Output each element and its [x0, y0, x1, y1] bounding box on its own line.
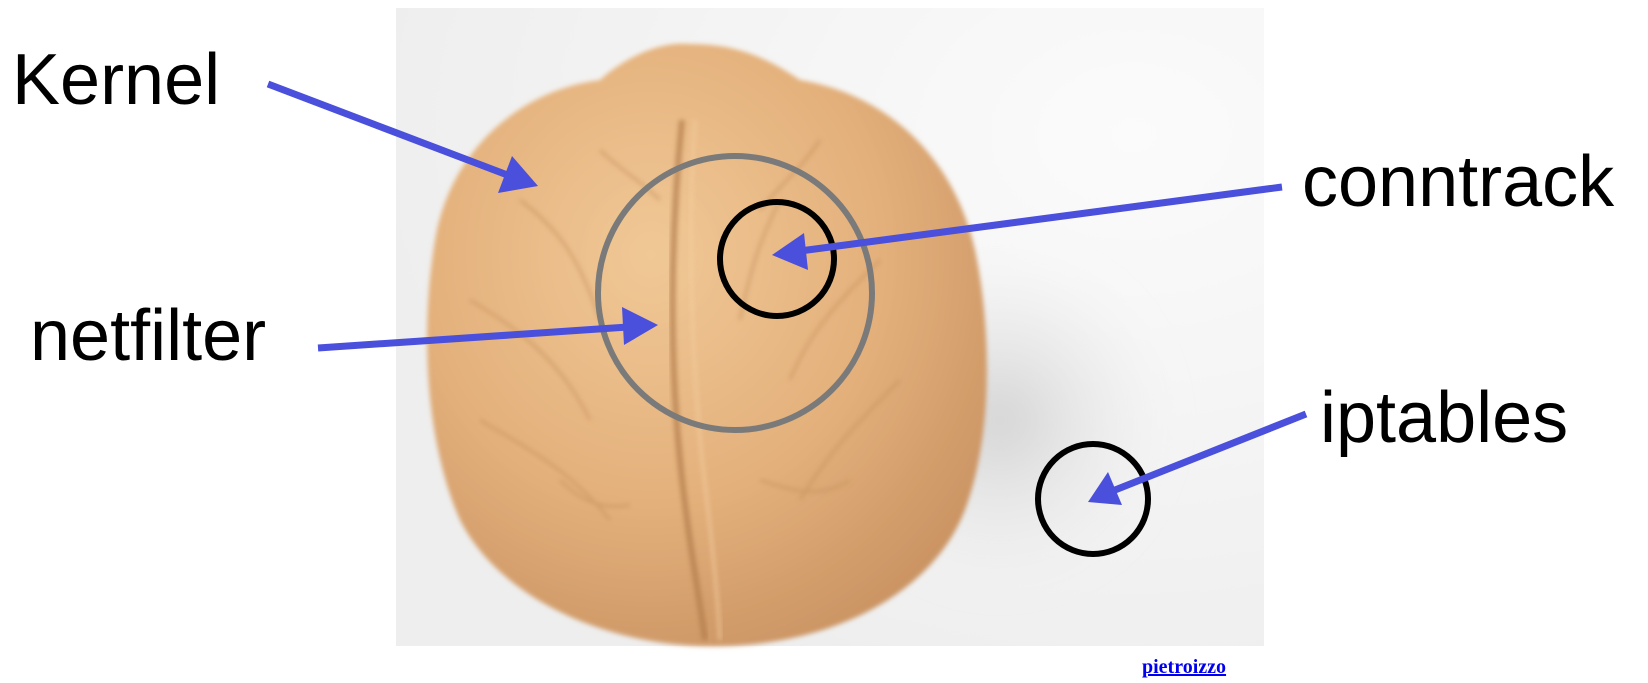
conntrack-label: conntrack — [1302, 146, 1614, 218]
photo-credit-link[interactable]: pietroizzo — [1142, 656, 1226, 679]
kernel-label: Kernel — [12, 44, 220, 116]
walnut-shell — [427, 44, 987, 647]
netfilter-label: netfilter — [30, 300, 266, 372]
walnut-photo — [396, 8, 1264, 646]
iptables-label: iptables — [1320, 382, 1568, 454]
